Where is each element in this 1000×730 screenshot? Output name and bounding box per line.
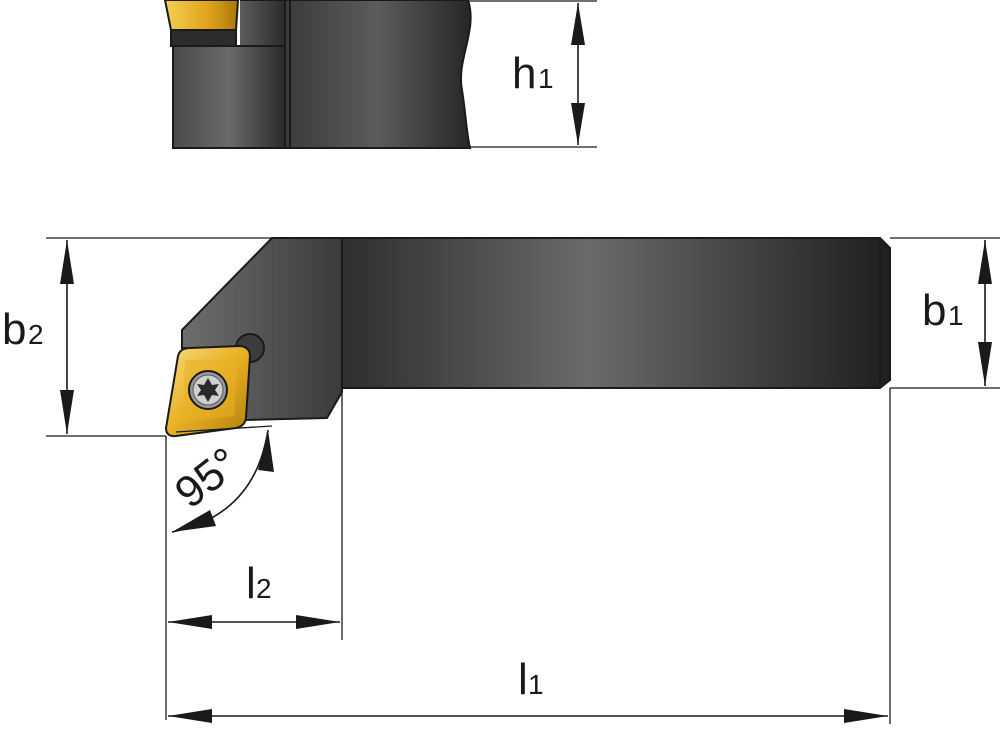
label-b1-sub: 1: [948, 300, 964, 331]
label-l2-sub: 2: [256, 573, 272, 604]
dimension-b1: b 1: [890, 237, 1000, 389]
label-l1-main: l: [518, 655, 528, 704]
side-view-insert: [163, 0, 240, 31]
label-h1-main: h: [512, 49, 536, 98]
dimension-b2: b 2: [2, 237, 272, 437]
label-l2-main: l: [246, 559, 256, 608]
label-b2-main: b: [2, 305, 26, 354]
side-view-shim: [170, 29, 237, 47]
dimension-l1: l 1: [168, 388, 891, 724]
side-view-shank: [284, 0, 472, 149]
side-view-head-lower: [172, 45, 286, 149]
label-angle: 95°: [166, 438, 249, 518]
torx-screw-icon: [188, 370, 228, 410]
top-view: [164, 237, 891, 438]
side-view: [163, 0, 472, 149]
tool-shank: [341, 237, 891, 389]
label-b1-main: b: [922, 286, 946, 335]
label-h1-sub: 1: [538, 63, 554, 94]
dimension-l2: l 2: [168, 392, 343, 640]
label-b2-sub: 2: [28, 319, 44, 350]
dimension-h1: h 1: [468, 0, 597, 148]
label-l1-sub: 1: [528, 669, 544, 700]
